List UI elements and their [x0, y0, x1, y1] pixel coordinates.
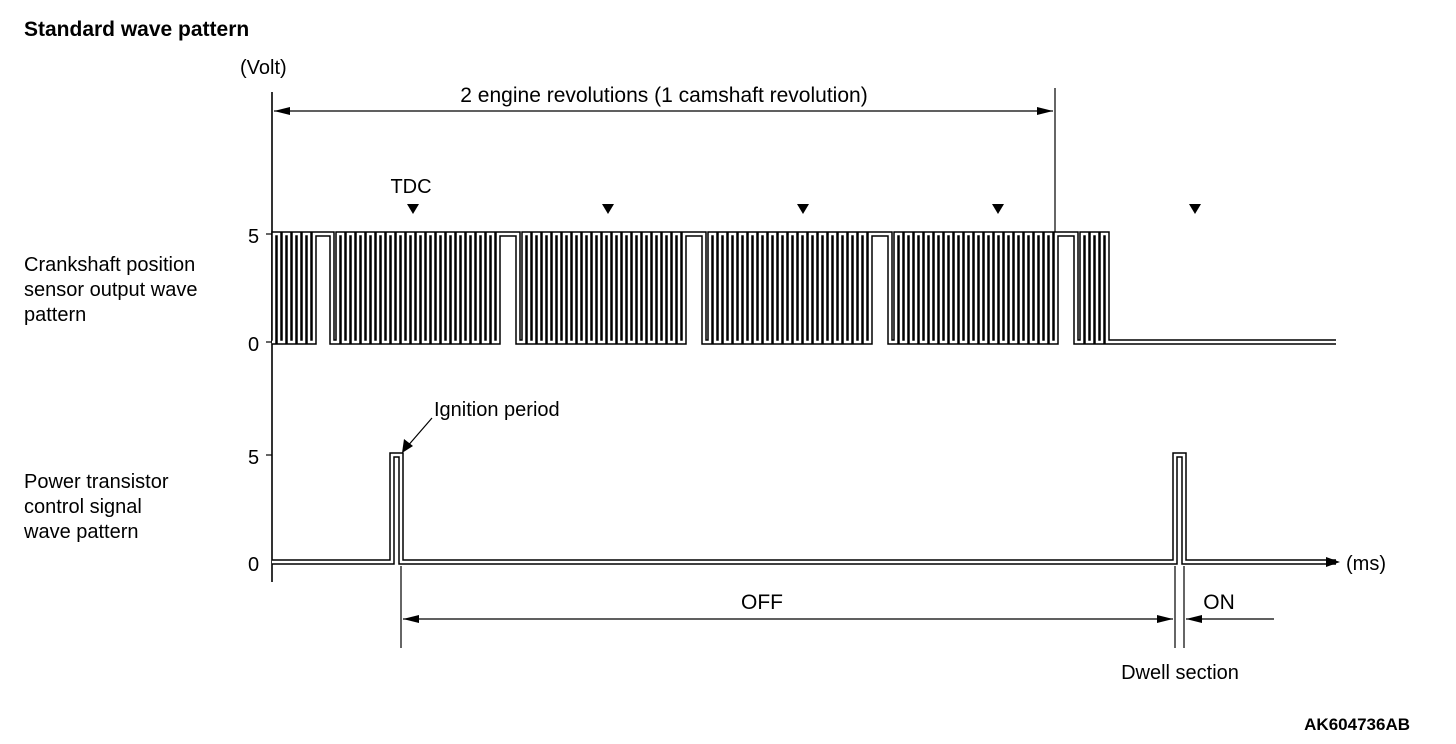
- power-transistor-wave-core: [272, 453, 1336, 564]
- tdc-label: TDC: [390, 176, 431, 198]
- power-transistor-label-line-1: Power transistor: [24, 471, 169, 493]
- tdc-marker: [602, 204, 614, 214]
- revolution-span-arrow-left: [274, 107, 290, 115]
- power-transistor-level-high: 5: [248, 447, 259, 469]
- x-axis-unit: (ms): [1346, 553, 1386, 575]
- crank-sensor-label-line-3: pattern: [24, 304, 86, 326]
- power-transistor-label-line-3: wave pattern: [23, 521, 139, 543]
- off-label: OFF: [741, 591, 783, 614]
- dwell-section-label: Dwell section: [1121, 662, 1239, 684]
- crank-sensor-level-low: 0: [248, 334, 259, 356]
- ignition-period-label: Ignition period: [434, 399, 560, 421]
- on-label: ON: [1203, 591, 1235, 614]
- on-arrow-left: [1186, 615, 1202, 623]
- power-transistor-wave: [272, 452, 1336, 565]
- off-arrow-left: [403, 615, 419, 623]
- revolution-span-label: 2 engine revolutions (1 camshaft revolut…: [460, 84, 867, 107]
- x-axis-arrow: [1326, 557, 1340, 567]
- power-transistor-label: Power transistor control signal wave pat…: [23, 471, 169, 543]
- tdc-markers: [407, 204, 1201, 214]
- tdc-marker: [992, 204, 1004, 214]
- crank-sensor-level-high: 5: [248, 226, 259, 248]
- power-transistor-level-low: 0: [248, 554, 259, 576]
- off-arrow-right: [1157, 615, 1173, 623]
- tdc-marker: [407, 204, 419, 214]
- figure-id: AK604736AB: [1304, 715, 1410, 734]
- ignition-period-arrowhead: [402, 439, 413, 453]
- crank-sensor-label-line-1: Crankshaft position: [24, 254, 195, 276]
- power-transistor-label-line-2: control signal: [24, 496, 142, 518]
- ignition-period-leader: [405, 417, 433, 449]
- crank-sensor-label-line-2: sensor output wave: [24, 279, 197, 301]
- tdc-marker: [1189, 204, 1201, 214]
- revolution-span-arrow-right: [1037, 107, 1053, 115]
- crank-sensor-wave-core: [272, 232, 1336, 344]
- crank-sensor-label: Crankshaft position sensor output wave p…: [24, 254, 197, 326]
- figure-title: Standard wave pattern: [24, 18, 249, 41]
- y-axis-unit: (Volt): [240, 57, 287, 79]
- tdc-marker: [797, 204, 809, 214]
